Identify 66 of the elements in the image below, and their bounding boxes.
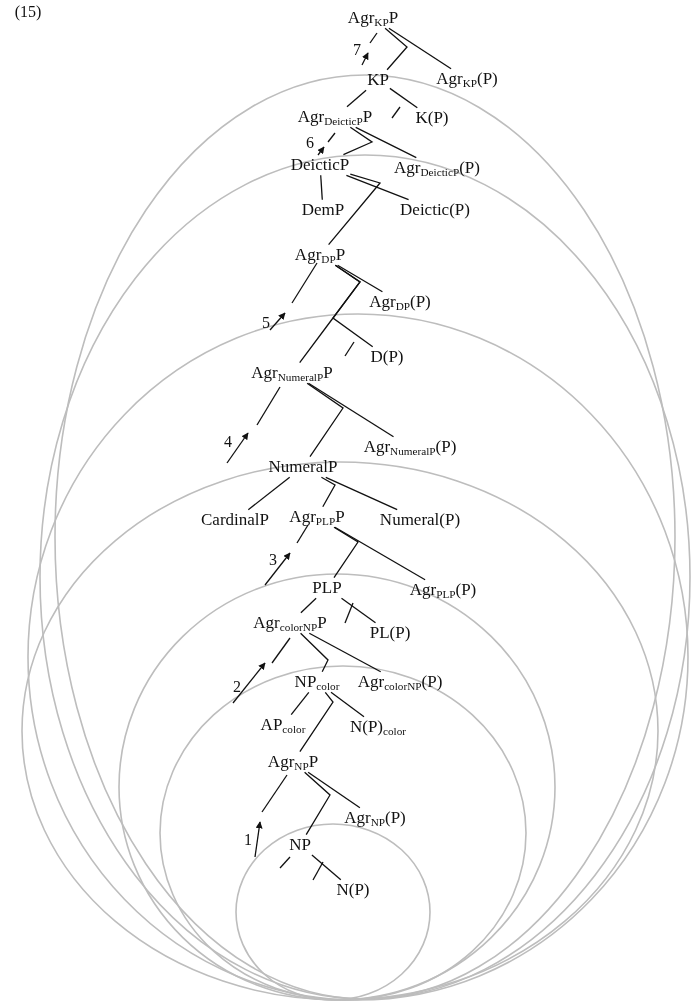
- tree-branch: [299, 632, 329, 673]
- movement-step-number: 1: [244, 831, 252, 849]
- tree-branch: [307, 382, 395, 438]
- phrase-label: PL(P): [369, 623, 411, 643]
- phrase-label: Agr$_{NumeralP}$(P): [363, 437, 457, 457]
- tree-branch: [388, 27, 452, 70]
- tree-branch: [330, 691, 365, 718]
- phrase-label: Agr$_{KP}$P: [347, 8, 399, 28]
- example-number: (15): [14, 3, 42, 21]
- tree-branch: [299, 691, 334, 753]
- phrase-label: Agr$_{PLP}$P: [289, 507, 345, 527]
- tree-branch: [306, 382, 344, 458]
- phrase-label: Agr$_{DP}$P: [294, 245, 346, 265]
- phrase-label: Agr$_{NumeralP}$P: [251, 363, 333, 383]
- tree-branch: [334, 526, 426, 581]
- tree-branch: [308, 632, 382, 673]
- phrase-label: Agr$_{NP}$(P): [344, 808, 406, 828]
- movement-step-number: 6: [306, 134, 314, 152]
- tree-branch: [307, 771, 361, 809]
- phrase-label: N(P): [336, 880, 370, 900]
- phrase-label: D(P): [370, 347, 404, 367]
- phrase-label: CardinalP: [201, 510, 269, 530]
- tree-branch: [320, 174, 323, 201]
- tree-branch: [346, 89, 367, 108]
- tree-branch: [327, 173, 382, 246]
- phrase-label: Agr$_{DeicticP}$P: [297, 107, 373, 127]
- phrase-label: Agr$_{colorNP}$(P): [357, 672, 443, 692]
- tree-branch: [355, 126, 417, 159]
- phrase-label: KP: [367, 70, 389, 90]
- phrase-label: Agr$_{NP}$P: [267, 752, 319, 772]
- phrase-label: K(P): [415, 108, 449, 128]
- phrase-label: DemP: [301, 200, 345, 220]
- tree-branch: [342, 126, 374, 156]
- tree-branch: [299, 264, 361, 364]
- movement-step-number: 3: [269, 551, 277, 569]
- phrase-label: Agr$_{DeicticP}$(P): [394, 158, 480, 178]
- movement-step-number: 4: [224, 433, 232, 451]
- phrase-label: AP$_{color}$: [260, 715, 306, 735]
- tree-branch: [290, 691, 310, 716]
- phrase-label: DeicticP: [290, 155, 350, 175]
- phrase-label: PLP: [312, 578, 342, 598]
- tree-branch: [333, 526, 359, 579]
- tree-branch: [300, 597, 317, 614]
- tree-branch: [303, 771, 331, 836]
- tree-branch: [384, 27, 408, 71]
- phrase-label: NP: [289, 835, 311, 855]
- phrase-label: Agr$_{PLP}$(P): [409, 580, 477, 600]
- phrase-label: Agr$_{KP}$(P): [436, 69, 498, 89]
- tree-branch: [336, 264, 384, 293]
- phrase-label: NP$_{color}$: [294, 672, 340, 692]
- phrase-label: Agr$_{colorNP}$P: [253, 613, 327, 633]
- movement-step-number: 5: [262, 314, 270, 332]
- phrase-label: Deictic(P): [400, 200, 470, 220]
- movement-step-number: 2: [233, 678, 241, 696]
- tree-branch: [345, 174, 410, 201]
- tree-branch: [325, 476, 398, 511]
- phrase-label: NumeralP: [268, 457, 338, 477]
- movement-step-number: 7: [353, 41, 361, 59]
- phrase-label: Agr$_{DP}$(P): [369, 292, 431, 312]
- phrase-label: Numeral(P): [379, 510, 461, 530]
- tree-branch: [320, 476, 336, 508]
- phrase-label: N(P)$_{color}$: [349, 717, 407, 737]
- tree-branch: [247, 476, 291, 511]
- tree-branch: [311, 854, 342, 881]
- tree-branch: [340, 597, 377, 624]
- tree-branch: [389, 87, 418, 109]
